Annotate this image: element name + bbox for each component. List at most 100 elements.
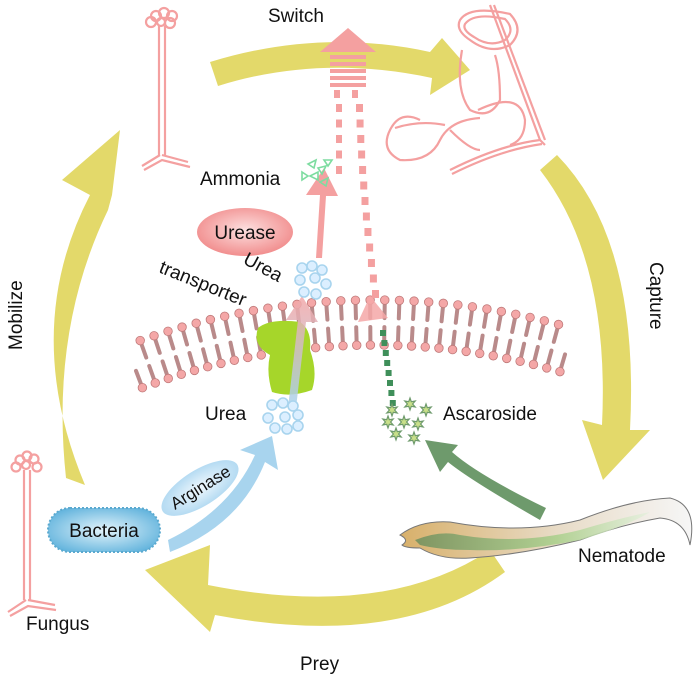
lipid-head	[542, 363, 552, 373]
lipid-head	[277, 301, 288, 311]
lipid-head	[539, 316, 550, 326]
dash-segment	[369, 274, 377, 283]
dash-segment	[358, 150, 366, 159]
ascaroside-star	[419, 402, 433, 418]
lipid-head	[528, 359, 539, 370]
lipid-head	[515, 356, 525, 366]
dash-segment	[366, 243, 374, 252]
lipid-head	[461, 346, 471, 357]
lipid-head	[434, 343, 444, 353]
dash-segment	[380, 330, 386, 336]
lipid-head	[149, 331, 159, 341]
lipid-head	[176, 369, 187, 379]
ascaroside-star	[389, 426, 403, 442]
lipid-head	[306, 298, 317, 308]
dash-segment	[336, 135, 342, 143]
nematode-label: Nematode	[578, 546, 666, 567]
lipid-head	[352, 340, 362, 350]
lipid-head	[555, 366, 565, 377]
dash-segment	[359, 166, 367, 174]
mobilize-label: Mobilize	[6, 280, 27, 350]
dashed-arrowhead	[358, 296, 388, 322]
dash-segment	[388, 390, 395, 396]
lipid-head	[482, 304, 492, 314]
lipid-head	[191, 318, 201, 328]
lipid-head	[365, 340, 376, 350]
lipid-head	[511, 309, 521, 319]
lipid-head	[420, 342, 430, 352]
urease-label: Urease	[214, 223, 275, 244]
dash-segment	[357, 135, 365, 143]
ascaroside-star	[403, 396, 417, 412]
lipid-head	[234, 308, 244, 319]
lipid-head	[248, 305, 259, 316]
mobilize-arrow	[53, 130, 120, 485]
fungal-trap-network	[385, 4, 547, 175]
lipid-head	[321, 297, 331, 307]
dash-segment	[364, 228, 372, 236]
lipid-head	[475, 348, 485, 359]
lipid-head	[496, 306, 507, 317]
lipid-head	[263, 303, 273, 313]
lipid-head	[256, 350, 266, 360]
dash-segment	[372, 290, 379, 298]
arginase-enzyme	[161, 460, 239, 516]
switch-arrow	[210, 38, 470, 95]
dash-segment	[356, 119, 364, 128]
switch-label: Switch	[268, 6, 324, 27]
ascaroside-star	[397, 414, 411, 430]
lipid-head	[438, 298, 449, 309]
lipid-head	[393, 340, 403, 351]
lipid-head	[202, 362, 213, 372]
arginase-arrow	[168, 436, 278, 552]
dash-segment	[336, 104, 342, 112]
dash-segment	[389, 400, 396, 406]
nematode-to-ascaroside-arrow	[425, 440, 546, 520]
dash-segment	[384, 360, 391, 366]
dash-segment	[336, 150, 342, 159]
dash-segment	[385, 370, 392, 376]
fungus-label: Fungus	[26, 614, 89, 635]
lipid-head	[424, 297, 434, 307]
lipid-head	[467, 302, 478, 312]
lipid-head	[336, 296, 346, 306]
transporter-arrow	[286, 296, 318, 408]
lipid-head	[163, 326, 173, 337]
lipid-head	[447, 344, 458, 355]
lipid-head	[553, 319, 564, 330]
fungus-conidiophore-top	[141, 6, 191, 171]
fungus-conidiophore-bottom	[7, 450, 57, 617]
lipid-head	[324, 341, 335, 352]
transporter-label-line1: Urea	[240, 249, 287, 287]
lipid-head	[338, 341, 348, 351]
bacteria-cell	[47, 507, 161, 553]
cell-membrane	[134, 295, 568, 393]
lipid-head	[310, 342, 321, 353]
dash-segment	[361, 197, 369, 205]
dash-segment	[367, 259, 375, 267]
dashed-pathway	[336, 104, 379, 298]
lipid-head	[394, 295, 405, 306]
lipid-head	[216, 358, 226, 369]
lipid-head	[219, 311, 230, 322]
transporter-label-line2: transporter	[156, 257, 250, 311]
ascaroside-star	[381, 414, 395, 430]
capture-label: Capture	[645, 262, 666, 330]
cycle-arrows	[53, 38, 650, 632]
lipid-head	[409, 296, 419, 306]
bacteria-label: Bacteria	[69, 521, 139, 542]
lipid-head	[243, 352, 253, 363]
lipid-head	[350, 295, 361, 305]
capture-arrow	[540, 155, 650, 480]
dash-segment	[382, 350, 389, 356]
prey-label: Prey	[300, 654, 340, 675]
lipid-head	[135, 335, 145, 346]
lipid-head	[189, 365, 200, 376]
dash-segment	[336, 166, 342, 174]
nematode-worm	[399, 497, 693, 559]
urea-molecules-bottom-icon	[262, 397, 304, 435]
urea-transporter-protein	[256, 320, 315, 395]
dash-segment	[381, 340, 388, 346]
dash-segment	[387, 380, 393, 386]
